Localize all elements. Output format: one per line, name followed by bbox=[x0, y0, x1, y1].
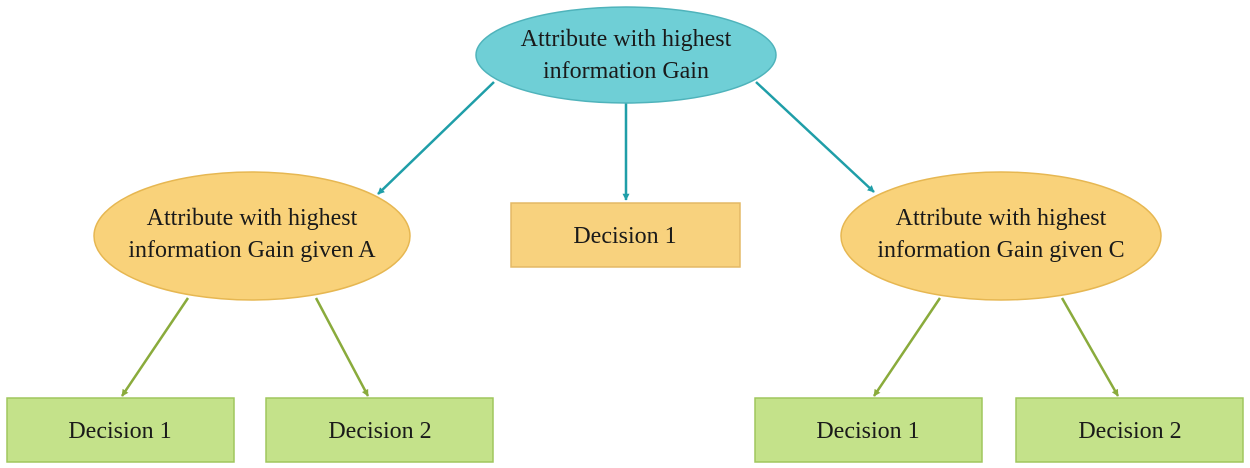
decision-mid-label: Decision 1 bbox=[573, 223, 676, 249]
root-node: Attribute with highest information Gain bbox=[475, 6, 777, 104]
leaf-a1-label: Decision 1 bbox=[68, 418, 171, 444]
edges bbox=[120, 81, 1120, 397]
leaf-c2-label: Decision 2 bbox=[1078, 418, 1181, 444]
root-label-line1: Attribute with highest bbox=[521, 26, 732, 52]
decision-mid-node: Decision 1 bbox=[510, 202, 741, 268]
attribute-a-label-line2: information Gain given A bbox=[128, 237, 376, 263]
edge-attr-c-to-leaf-c1 bbox=[872, 297, 942, 397]
attribute-a-label-line1: Attribute with highest bbox=[147, 205, 358, 231]
attribute-a-ellipse bbox=[93, 171, 411, 301]
attribute-c-label-line1: Attribute with highest bbox=[896, 205, 1107, 231]
leaf-c2-box bbox=[1015, 397, 1244, 463]
edge-attr-a-to-leaf-a1 bbox=[120, 297, 190, 397]
attribute-c-ellipse bbox=[840, 171, 1162, 301]
edge-attr-a-to-leaf-a2 bbox=[314, 297, 370, 397]
leaf-c2-node: Decision 2 bbox=[1015, 397, 1244, 463]
leaf-a1-box bbox=[6, 397, 235, 463]
leaf-a2-label: Decision 2 bbox=[328, 418, 431, 444]
decision-mid-box bbox=[510, 202, 741, 268]
edge-attr-c-to-leaf-c2 bbox=[1060, 297, 1120, 397]
leaf-c1-label: Decision 1 bbox=[816, 418, 919, 444]
attribute-c-label-line2: information Gain given C bbox=[877, 237, 1124, 263]
attribute-a-node: Attribute with highest information Gain … bbox=[93, 171, 411, 301]
edge-root-to-attr-a bbox=[377, 81, 495, 195]
edge-root-to-attr-c bbox=[755, 81, 875, 193]
leaf-a1-node: Decision 1 bbox=[6, 397, 235, 463]
leaf-a2-node: Decision 2 bbox=[265, 397, 494, 463]
root-label-line2: information Gain bbox=[543, 58, 709, 84]
leaf-c1-box bbox=[754, 397, 983, 463]
leaf-c1-node: Decision 1 bbox=[754, 397, 983, 463]
attribute-c-node: Attribute with highest information Gain … bbox=[840, 171, 1162, 301]
leaf-a2-box bbox=[265, 397, 494, 463]
root-ellipse bbox=[475, 6, 777, 104]
